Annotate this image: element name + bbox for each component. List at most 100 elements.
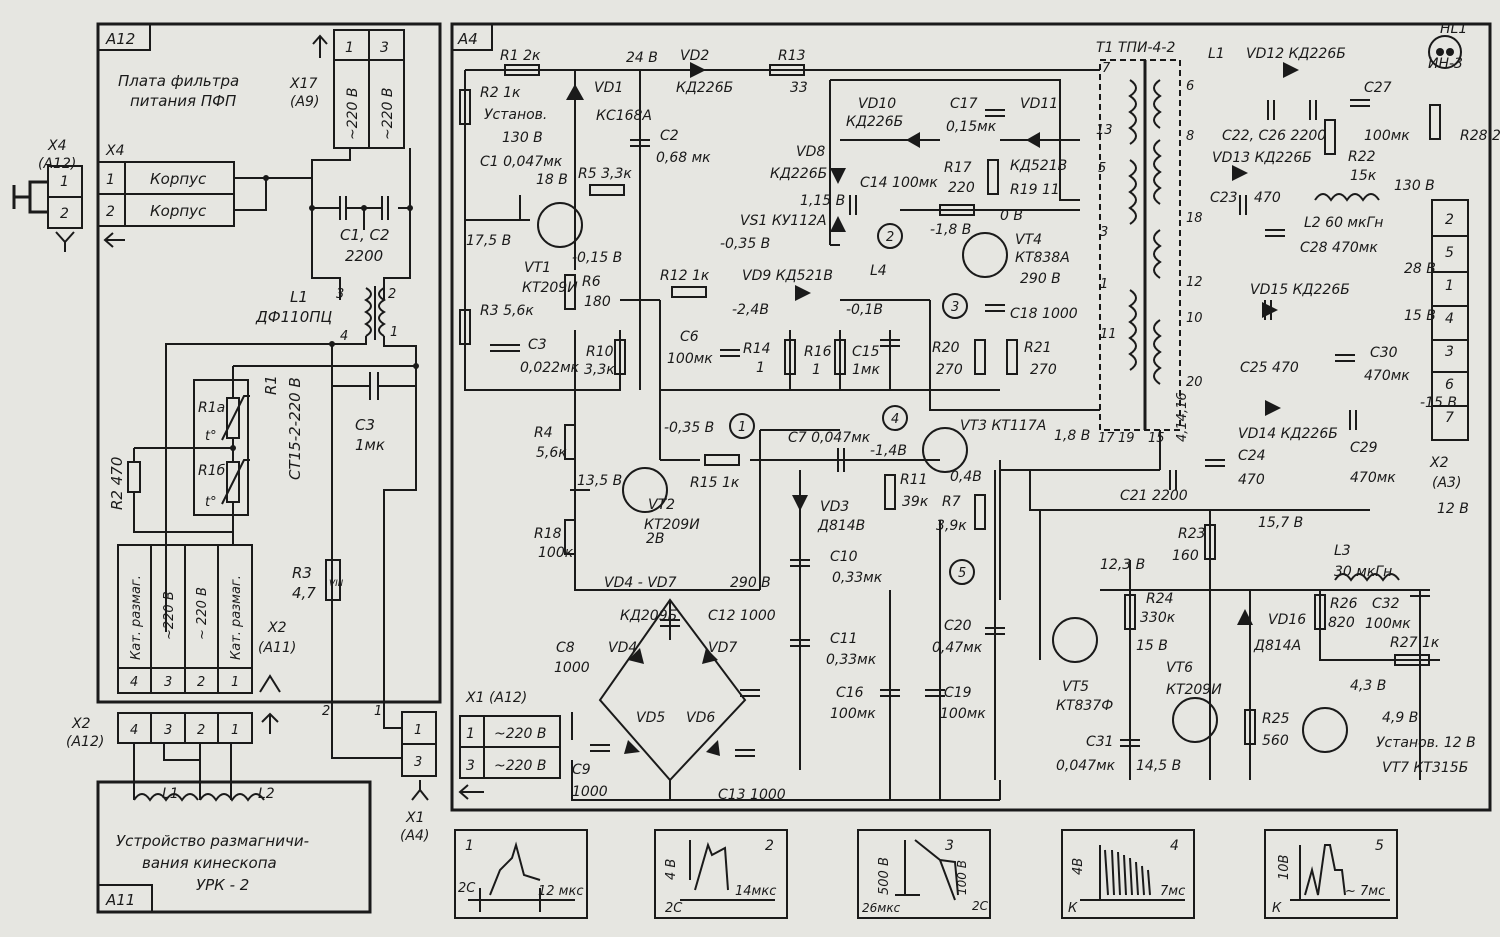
a4-label: 1 — [466, 726, 475, 742]
a4-label: 100мк — [830, 706, 876, 722]
l2-inductor — [1314, 193, 1380, 202]
vd15-diode — [1262, 302, 1278, 318]
l1-pin3: 3 — [336, 287, 344, 302]
x2-a12-ref: (A11) — [258, 640, 296, 656]
ext-x4-pin2: 2 — [60, 206, 69, 222]
a4-label: 100к — [538, 545, 574, 561]
conn-cell-1: Кат. размаг. — [229, 575, 244, 660]
a4-label: R18 — [534, 526, 562, 542]
a4-label: C32 — [1372, 596, 1400, 612]
waveform-2 — [654, 829, 788, 919]
marker-4 — [882, 405, 908, 431]
a4-label: C8 — [556, 640, 575, 656]
marker-label: 2 — [886, 230, 894, 245]
a4-label: VS1 КУ112А — [740, 213, 827, 229]
a4-label: 1,15 В — [800, 193, 845, 209]
a4-label: КТ837Ф — [1056, 698, 1113, 714]
x4-board-label: X4 — [105, 143, 125, 159]
t1-pin: 17 — [1098, 431, 1115, 446]
a4-label: 290 В — [730, 575, 771, 591]
a4-label: 470мк — [1350, 470, 1396, 486]
a4-label: R13 — [778, 48, 806, 64]
r1-type: СТ15-2-220 В — [286, 377, 304, 480]
x17-label: X17 — [289, 76, 317, 92]
a11-line1: Устройство размагничи- — [116, 832, 309, 850]
vt2-transistor — [622, 467, 668, 513]
a4-power-board: A4 — [450, 21, 1500, 812]
r7-resistor — [974, 494, 986, 530]
vt1-transistor — [537, 202, 583, 248]
t1-pin: 8 — [1186, 129, 1194, 144]
a4-label: КД521В — [1010, 158, 1067, 174]
r2-label: R2 470 — [108, 457, 126, 510]
a4-label: C7 0,047мк — [788, 430, 871, 446]
a4-label: КТ838А — [1015, 250, 1070, 266]
a4-label: 470 — [1238, 472, 1265, 488]
a4-label: 24 В — [626, 50, 658, 66]
x4-row1-label: Корпус — [150, 170, 207, 188]
a4-label: 28 В — [1404, 261, 1436, 277]
vd1-zener — [566, 84, 584, 100]
r2-a4-resistor — [459, 89, 471, 125]
r19-resistor — [987, 159, 999, 195]
a12-id: A12 — [105, 30, 135, 48]
a4-label: VT6 — [1166, 660, 1193, 676]
l1-label: L1 — [290, 288, 308, 306]
x17-arrow-icon — [312, 34, 328, 58]
a4-label: 0,47мк — [932, 640, 983, 656]
x1-arrow-icon — [458, 784, 484, 800]
a4-label: 0,15мк — [946, 119, 997, 135]
x2-a3-pin: 6 — [1445, 377, 1454, 393]
a4-label: VT7 КТ315Б — [1382, 760, 1468, 776]
r3-a4-resistor — [459, 309, 471, 345]
r13-resistor — [769, 64, 805, 76]
r20-resistor — [974, 339, 986, 375]
vt4-transistor — [962, 232, 1008, 278]
ext-x1-pin1: 1 — [414, 723, 422, 738]
a4-label: КД226Б — [770, 166, 827, 182]
a4-label: VT2 — [648, 497, 675, 513]
a4-label: R7 — [942, 494, 961, 510]
t1-pin: 19 — [1118, 431, 1135, 446]
r18-resistor — [564, 519, 576, 555]
a4-label: 0,022мк — [520, 360, 580, 376]
ext-x2-ref: (A12) — [66, 734, 104, 750]
r2-resistor — [127, 461, 141, 493]
a4-label: R27 1к — [1390, 635, 1440, 651]
a4-label: 3,9к — [936, 518, 967, 534]
x2-a3-pin: 2 — [1445, 212, 1454, 228]
x17-pin1: 1 — [345, 40, 354, 56]
a4-label: 0,4В — [950, 469, 982, 485]
c3-label: C3 — [355, 416, 375, 434]
r1-a4-resistor — [504, 64, 540, 76]
a4-label: R3 5,6к — [480, 303, 534, 319]
a4-label: 18 В — [536, 172, 568, 188]
a4-label: VD4 — [608, 640, 637, 656]
c1c2-value: 2200 — [345, 247, 383, 265]
waveform-3-label-d: 2С — [972, 899, 989, 913]
a4-label: ~220 В — [494, 726, 547, 742]
a4-label: VD8 — [796, 144, 825, 160]
t1-pin: 1 — [1100, 277, 1108, 292]
a4-label: R17 — [944, 160, 972, 176]
a4-label: X2 — [1429, 455, 1449, 471]
x17-ref: (A9) — [290, 94, 319, 110]
a4-label: 1000 — [554, 660, 590, 676]
a4-label: C24 — [1238, 448, 1266, 464]
ground-plug-icon — [12, 180, 48, 214]
t1-pin: 12 — [1186, 275, 1203, 290]
a4-label: 1 — [812, 362, 821, 378]
ext-x2-pin2: 2 — [197, 723, 205, 738]
c1c2-label: C1, C2 — [340, 226, 390, 244]
a4-label: R20 — [932, 340, 960, 356]
waveform-1-num: 1 — [465, 838, 474, 854]
r26-resistor — [1314, 594, 1326, 630]
waveform-5-label-b: К — [1272, 901, 1282, 916]
a4-label: L1 — [1208, 46, 1225, 62]
vt3-transistor — [922, 427, 968, 473]
a4-label: C22, C26 2200 — [1222, 128, 1326, 144]
marker-2 — [877, 223, 903, 249]
